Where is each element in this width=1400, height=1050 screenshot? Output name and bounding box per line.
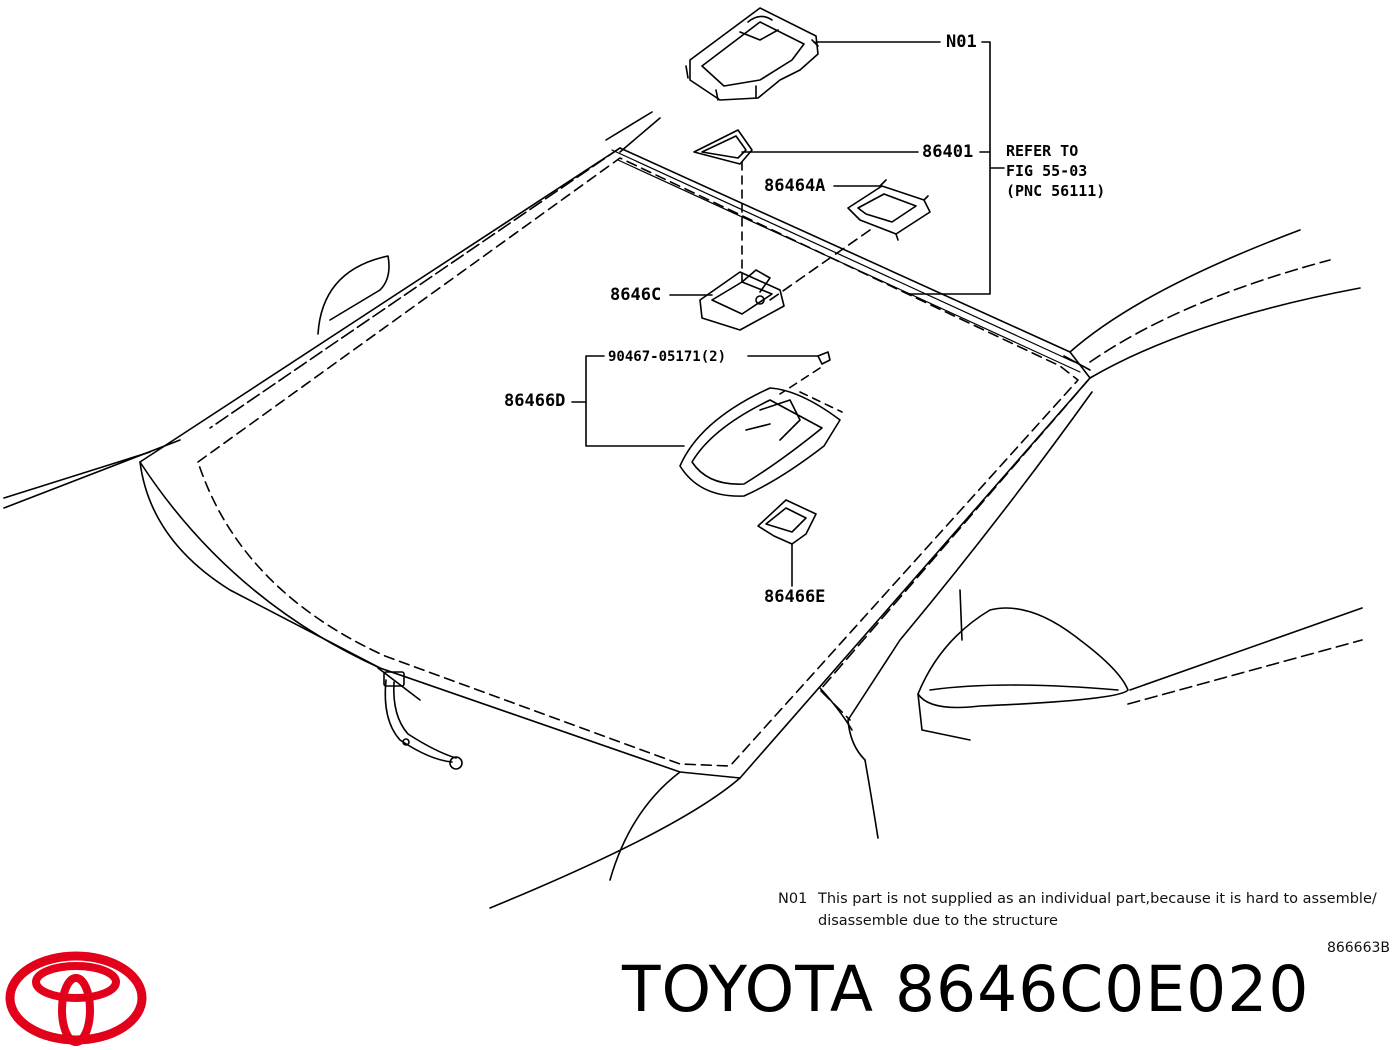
brand-part-number: TOYOTA 8646C0E020 <box>622 953 1310 1026</box>
callout-90467: 90467-05171(2) <box>608 349 727 365</box>
callout-86464a: 86464A <box>764 176 826 196</box>
mirror-right <box>917 607 1129 741</box>
part-90467 <box>747 351 831 395</box>
part-n01 <box>685 7 941 101</box>
part-86466d <box>571 355 843 497</box>
refer-line-1: REFER TO <box>1006 142 1079 160</box>
toyota-logo-icon <box>5 951 147 1046</box>
callout-n01: N01 <box>946 32 977 52</box>
refer-line-2: FIG 55-03 <box>1006 162 1088 180</box>
wire-harness <box>383 671 463 770</box>
callout-86466e: 86466E <box>764 587 826 607</box>
part-86464a <box>769 179 931 301</box>
footnote-code: N01 <box>778 891 808 907</box>
refer-note: REFER TO FIG 55-03 (PNC 56111) <box>1006 141 1105 201</box>
footnote-line-2: disassemble due to the structure <box>818 913 1058 929</box>
part-86466e <box>757 499 817 587</box>
callout-8646c: 8646C <box>610 285 662 305</box>
figure-number: 866663B <box>1326 940 1390 956</box>
part-86401 <box>693 129 919 283</box>
callout-86401: 86401 <box>922 142 974 162</box>
refer-line-3: (PNC 56111) <box>1006 182 1106 200</box>
car-body <box>3 147 1363 909</box>
footnote-line-1: This part is not supplied as an individu… <box>818 891 1377 907</box>
mirror-left <box>317 255 390 335</box>
footnote: N01 This part is not supplied as an indiv… <box>778 888 1377 932</box>
callout-86466d: 86466D <box>504 391 566 411</box>
part-8646c <box>669 269 785 331</box>
refer-leaders <box>909 41 1005 295</box>
windshield-frame <box>139 111 1091 779</box>
